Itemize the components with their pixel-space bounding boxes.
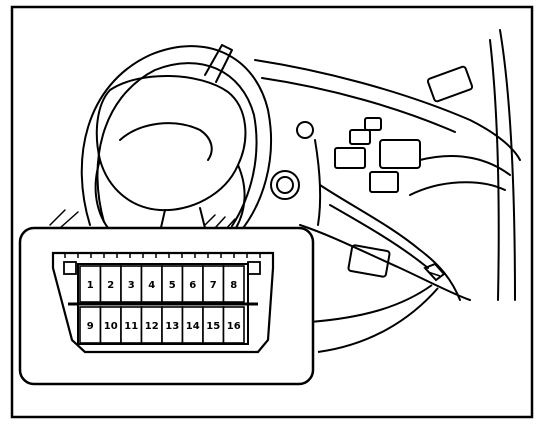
- dashboard-drawing: [49, 29, 521, 301]
- leader-line-lower: [317, 287, 439, 353]
- center-vent: [426, 65, 474, 103]
- pin-number-label: 16: [227, 321, 241, 332]
- steering-wheel-rim: [80, 45, 272, 233]
- pin-number-label: 10: [104, 321, 118, 332]
- pin-cell: [222, 265, 245, 303]
- pin-number-label: 2: [107, 280, 114, 291]
- steering-wheel-hub: [95, 75, 247, 212]
- switch-panel-a: [334, 147, 366, 169]
- ignition-ring-inner: [276, 176, 294, 194]
- pin-number-label: 7: [210, 280, 217, 291]
- pin-number-label: 14: [186, 321, 200, 332]
- pin-number-label: 9: [87, 321, 94, 332]
- pin-number-label: 1: [87, 280, 94, 291]
- leader-line-upper: [309, 284, 433, 323]
- left-latch: [63, 261, 77, 275]
- hatching: [49, 209, 236, 231]
- steering-wheel-rim-inner: [96, 62, 258, 227]
- dashboard-top-edge-2: [261, 77, 456, 133]
- right-latch: [247, 261, 261, 275]
- a-pillar: [489, 29, 516, 301]
- pin-number-label: 6: [189, 280, 196, 291]
- dlc-location-marker: [423, 262, 446, 282]
- hub-spoke-left: [94, 159, 109, 229]
- outer-frame: [10, 5, 534, 419]
- console-curve-5: [409, 181, 506, 196]
- ignition-ring: [270, 170, 300, 200]
- wiper-stalk: [204, 44, 233, 83]
- console-curve-1: [314, 139, 322, 226]
- knee-panel: [299, 224, 471, 301]
- pin-number-label: 4: [148, 280, 155, 291]
- dashboard-top-edge: [254, 59, 521, 161]
- lower-panel-box: [347, 244, 391, 278]
- pin-number-label: 3: [128, 280, 135, 291]
- knob: [296, 121, 314, 139]
- console-curve-3: [329, 204, 429, 269]
- pin-number-label: 5: [169, 280, 176, 291]
- switch-panel-b: [379, 139, 421, 169]
- small-switch-1: [349, 129, 371, 145]
- hub-spoke-right: [235, 164, 246, 229]
- small-switch-2: [364, 117, 382, 131]
- pin-cell: [222, 306, 245, 344]
- pin-number-label: 15: [206, 321, 220, 332]
- switch-panel-c: [369, 171, 399, 193]
- console-curve-4: [419, 154, 511, 176]
- pin-number-label: 8: [230, 280, 237, 291]
- console-curve-2: [319, 184, 461, 301]
- pin-number-label: 11: [124, 321, 138, 332]
- pin-number-label: 12: [145, 321, 159, 332]
- bottom-pin-row: 9 10 11 12 13 14 15 16: [79, 306, 245, 344]
- housing-notches: [64, 253, 261, 258]
- pin-number-label: 13: [165, 321, 179, 332]
- top-pin-row: 1 2 3 4 5 6 7 8: [79, 265, 245, 303]
- hub-detail: [119, 122, 213, 161]
